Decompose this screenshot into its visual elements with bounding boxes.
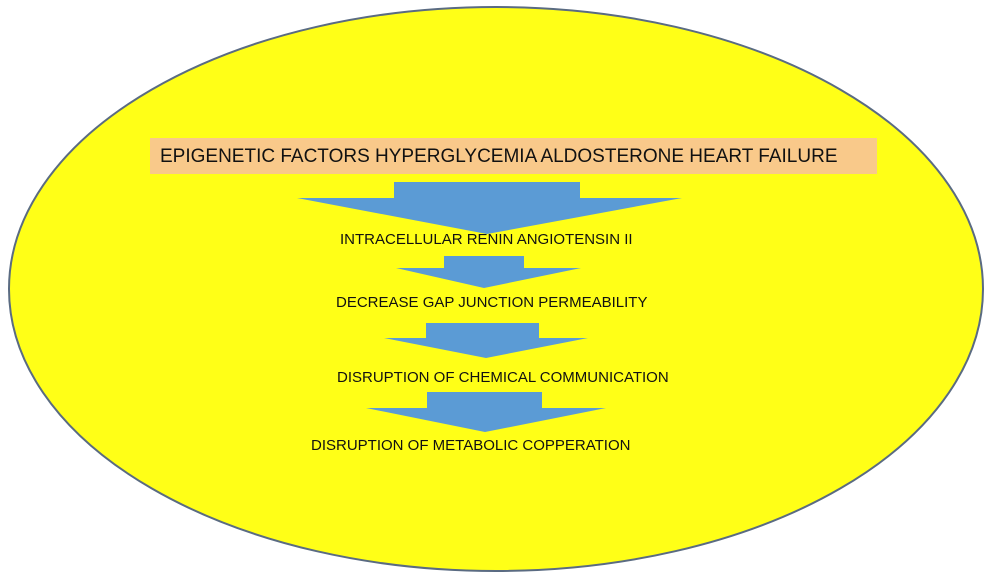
down-arrow-icon bbox=[396, 256, 581, 288]
down-arrow-icon bbox=[297, 182, 682, 234]
input-factors-text: EPIGENETIC FACTORS HYPERGLYCEMIA ALDOSTE… bbox=[160, 146, 838, 167]
step-decrease-gap-junction-permeability: DECREASE GAP JUNCTION PERMEABILITY bbox=[336, 294, 648, 311]
step-disruption-chemical-communication: DISRUPTION OF CHEMICAL COMMUNICATION bbox=[337, 369, 669, 386]
input-factors-banner bbox=[150, 138, 877, 174]
down-arrow-icon bbox=[384, 323, 588, 358]
background-ellipse bbox=[8, 6, 984, 572]
down-arrow-icon bbox=[366, 392, 606, 432]
step-intracellular-renin-angiotensin: INTRACELLULAR RENIN ANGIOTENSIN II bbox=[340, 231, 633, 248]
step-disruption-metabolic-cooperation: DISRUPTION OF METABOLIC COPPERATION bbox=[311, 437, 631, 454]
